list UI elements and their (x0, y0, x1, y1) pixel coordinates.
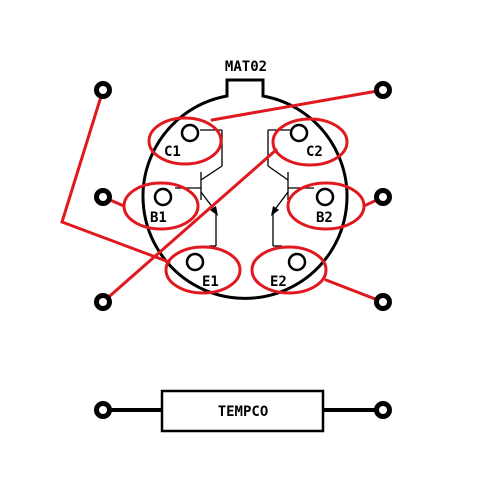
transistor-symbols (175, 129, 314, 247)
label-e1: E1 (202, 274, 219, 290)
wire-c2-to-bottom-left (101, 148, 278, 304)
pad-b1 (153, 187, 173, 207)
terminal-top-right (374, 81, 392, 99)
terminal-top-left (94, 81, 112, 99)
terminal-bottom-right (374, 293, 392, 311)
highlight-e1 (164, 245, 242, 295)
pad-c1 (180, 123, 200, 143)
jumper-wires (60, 88, 385, 304)
highlight-c2 (271, 117, 349, 167)
tempco-resistor: TEMPCO (103, 389, 383, 433)
label-c2: C2 (306, 144, 323, 160)
terminals (94, 81, 392, 419)
label-b2: B2 (316, 210, 333, 226)
label-e2: E2 (270, 274, 287, 290)
label-b1: B1 (150, 210, 167, 226)
highlight-e2 (250, 245, 328, 295)
terminal-bottom-left (94, 293, 112, 311)
terminal-mid-left (94, 188, 112, 206)
wire-e1-to-top-left (60, 88, 171, 264)
pad-e1 (185, 252, 205, 272)
wire-c1-to-top-right (210, 88, 385, 122)
terminal-resistor-right (374, 401, 392, 419)
pad-b2 (315, 187, 335, 207)
package-title: MAT02 (225, 59, 267, 75)
pin-pads (153, 123, 335, 272)
emitter-arrows (210, 206, 279, 216)
wire-e2-to-bottom-right (324, 278, 385, 304)
terminal-resistor-left (94, 401, 112, 419)
terminal-mid-right (374, 188, 392, 206)
highlight-c1 (147, 116, 223, 166)
label-c1: C1 (164, 144, 181, 160)
resistor-body (160, 389, 325, 433)
pad-c2 (289, 123, 309, 143)
resistor-label: TEMPCO (218, 404, 269, 420)
pad-e2 (287, 252, 307, 272)
pin-highlights (122, 116, 366, 295)
